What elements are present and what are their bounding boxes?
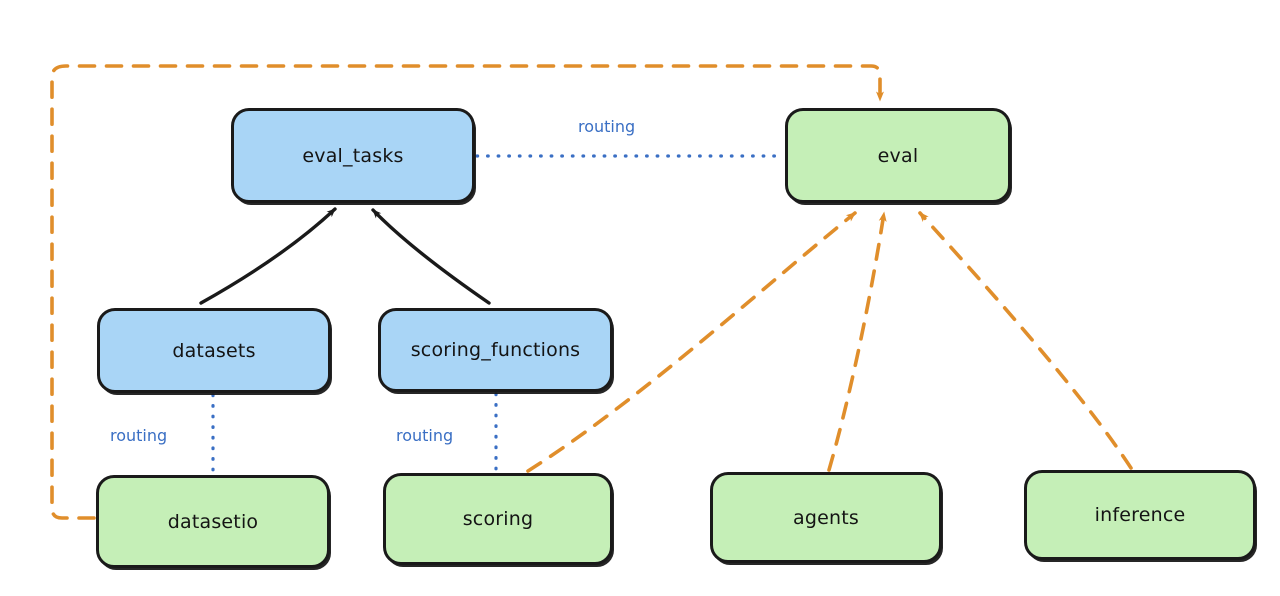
edge-datasets-eval-tasks — [199, 207, 337, 305]
node-scoring[interactable]: scoring — [383, 473, 613, 565]
edge-scoring-functions-eval-tasks — [371, 208, 491, 305]
edge-scoring-eval — [526, 211, 857, 473]
edge-inference-eval — [918, 211, 1133, 470]
node-label-scoring-functions: scoring_functions — [410, 339, 581, 361]
node-label-datasetio: datasetio — [167, 510, 259, 533]
node-label-inference: inference — [1094, 504, 1186, 526]
node-label-scoring: scoring — [462, 508, 534, 530]
node-eval-tasks[interactable]: eval_tasks — [231, 108, 475, 203]
node-label-datasets: datasets — [172, 339, 256, 362]
node-scoring-functions[interactable]: scoring_functions — [378, 308, 613, 392]
node-label-eval: eval — [877, 144, 919, 167]
node-datasets[interactable]: datasets — [97, 308, 331, 393]
edge-label-routing-datasets-datasetio: routing — [110, 426, 168, 445]
node-inference[interactable]: inference — [1024, 470, 1256, 560]
node-agents[interactable]: agents — [710, 472, 942, 563]
edge-label-routing-eval-tasks-eval: routing — [578, 117, 636, 136]
edge-datasetio-eval — [50, 64, 884, 520]
edge-agents-eval — [827, 211, 887, 472]
node-label-eval-tasks: eval_tasks — [302, 144, 404, 167]
node-datasetio[interactable]: datasetio — [96, 475, 330, 568]
node-eval[interactable]: eval — [785, 108, 1011, 203]
node-label-agents: agents — [793, 506, 859, 529]
edge-label-routing-scoring-functions-scoring: routing — [396, 426, 454, 445]
